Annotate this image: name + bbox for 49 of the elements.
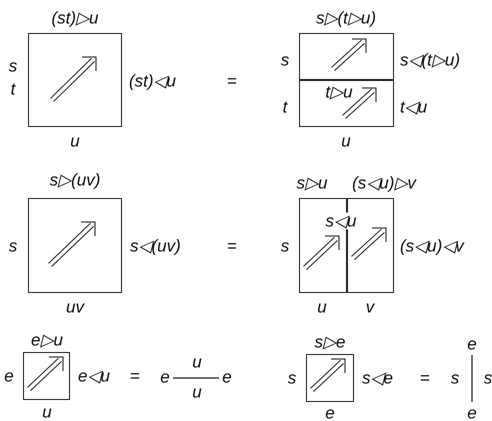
side-label: s	[8, 238, 18, 254]
box	[299, 33, 394, 80]
side-label: u	[70, 132, 80, 150]
side-label: t	[10, 80, 16, 98]
math-label: e	[222, 368, 232, 386]
equals-sign: =	[227, 238, 237, 254]
box-label: t▷u	[325, 84, 353, 100]
side-label: e▷u	[31, 332, 63, 348]
side-label: u	[317, 298, 327, 316]
side-label: s▷e	[314, 334, 346, 350]
math-label: s	[450, 370, 460, 386]
box	[28, 198, 122, 293]
side-label: uv	[66, 298, 84, 316]
side-label: s▷u	[296, 174, 328, 192]
equals-sign: =	[420, 370, 430, 386]
math-label: e	[467, 336, 477, 352]
box	[306, 354, 354, 402]
side-label: (s◁u)◁v	[400, 238, 464, 254]
side-label: s	[280, 52, 290, 68]
math-label: e	[160, 368, 170, 386]
side-label: e	[325, 404, 335, 421]
side-label: u	[341, 132, 351, 150]
side-label: t◁u	[400, 98, 428, 116]
side-label: (s◁u)▷v	[352, 174, 416, 192]
box	[28, 33, 122, 127]
side-label: e◁u	[78, 368, 110, 384]
side-label: s◁(uv)	[130, 238, 181, 254]
math-label: u	[192, 354, 202, 370]
side-label: s	[8, 58, 18, 74]
side-label: s▷(uv)	[50, 172, 100, 188]
labeled-box	[299, 80, 394, 127]
equals-sign: =	[227, 72, 237, 90]
side-label: t	[282, 98, 288, 116]
side-label: s◁e	[362, 370, 393, 386]
side-label: v	[366, 298, 374, 316]
side-label: s	[280, 238, 290, 254]
math-label: u	[192, 384, 202, 400]
box	[23, 352, 70, 400]
side-label: u	[42, 404, 52, 420]
math-label: s◁u	[324, 212, 358, 230]
side-label: s◁(t▷u)	[400, 52, 460, 68]
side-label: e	[4, 368, 14, 384]
math-label: e	[467, 404, 477, 421]
side-label: s▷(t▷u)	[316, 10, 376, 26]
math-label: s	[484, 370, 492, 386]
side-label: (st)◁u	[129, 72, 176, 90]
side-label: s	[288, 370, 296, 386]
side-label: (st)▷u	[52, 10, 98, 26]
equals-sign: =	[130, 368, 140, 384]
